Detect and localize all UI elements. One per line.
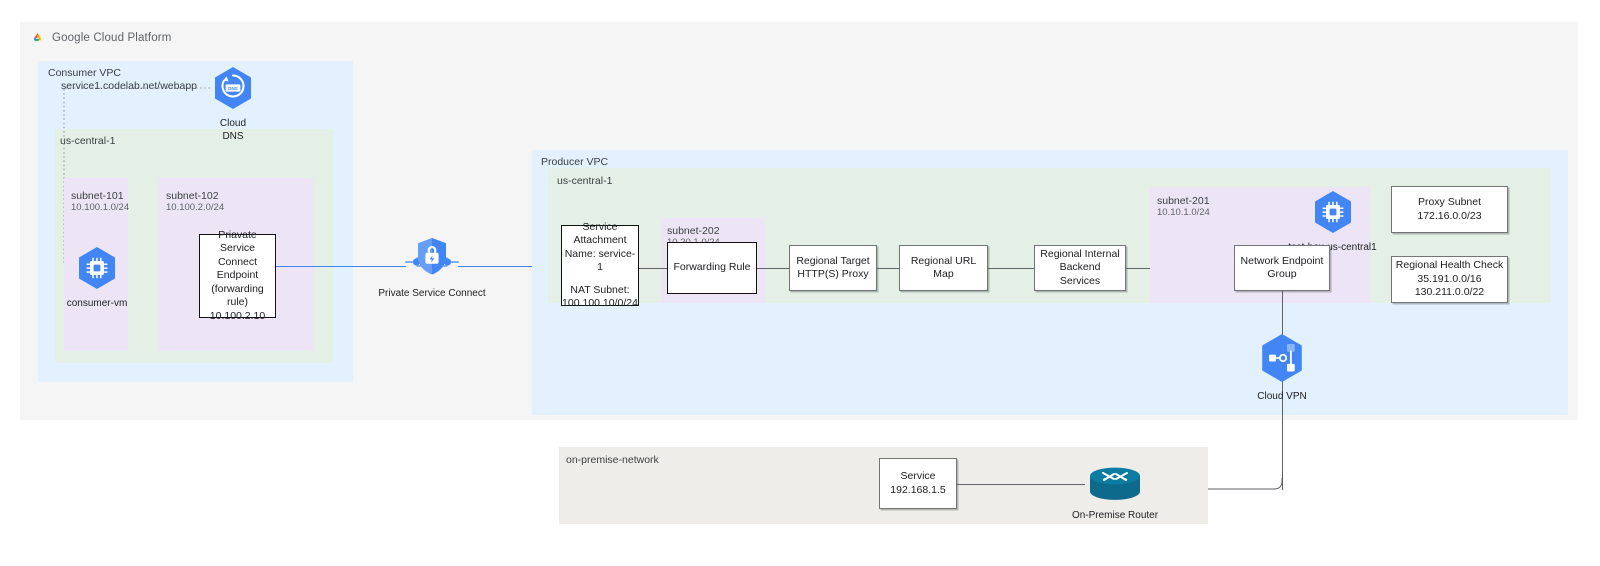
service-attachment-line1: Service [582, 220, 618, 233]
on-premise-router-node[interactable]: On-Premise Router [1072, 462, 1158, 521]
test-box-label: test-box-us-central1 [1288, 242, 1377, 253]
connector-url-map-to-backend [988, 268, 1034, 269]
service-attachment-line2: Attachment [573, 234, 627, 246]
cloud-vpn-label: Cloud VPN [1257, 391, 1307, 402]
network-endpoint-group-box[interactable]: Network Endpoint Group [1234, 245, 1330, 291]
psc-endpoint-line1: Priavate Service [218, 228, 257, 255]
connector-proxy-to-url-map [877, 268, 899, 269]
forwarding-rule-label: Forwarding Rule [673, 261, 751, 274]
backend-services-box[interactable]: Regional Internal Backend Services [1034, 245, 1126, 291]
connector-attachment-to-forwarding-rule [639, 268, 667, 269]
connector-forwarding-rule-to-proxy [757, 268, 789, 269]
gcp-logo: Google Cloud Platform [30, 28, 230, 48]
target-proxy-line1: Regional Target [796, 254, 870, 267]
connector-vpn-to-router-path [1135, 478, 1283, 490]
proxy-subnet-line2: 172.16.0.0/23 [1417, 209, 1482, 222]
proxy-subnet-box[interactable]: Proxy Subnet 172.16.0.0/23 [1391, 186, 1508, 233]
consumer-vpc-label: Consumer VPC [48, 67, 121, 79]
router-icon [1086, 462, 1144, 507]
neg-line2: Group [1267, 268, 1297, 280]
target-proxy-line2: HTTP(S) Proxy [797, 268, 869, 280]
on-premise-service-box[interactable]: Service 192.168.1.5 [879, 458, 957, 509]
cloud-dns-node[interactable]: DNS Cloud DNS [206, 66, 260, 142]
connector-endpoint-to-psc [276, 266, 406, 267]
subnet-201-name: subnet-201 [1157, 195, 1210, 207]
consumer-region-label: us-central-1 [60, 135, 116, 147]
psc-endpoint-line2: Connect Endpoint [216, 255, 259, 282]
service-attachment-box[interactable]: Service Attachment Name: service-1 NAT S… [561, 221, 639, 309]
on-premise-router-label: On-Premise Router [1071, 510, 1159, 521]
cloud-vpn-node[interactable]: Cloud VPN [1251, 333, 1313, 402]
connector-neg-to-router-vertical [1282, 291, 1283, 490]
dns-record-label: service1.codelab.net/webapp [61, 80, 198, 92]
producer-vpc-label: Producer VPC [541, 156, 609, 168]
private-service-connect-node[interactable]: Private Service Connect [378, 236, 486, 299]
cloud-dns-label-line2: DNS [222, 130, 244, 142]
health-check-box[interactable]: Regional Health Check 35.191.0.0/16 130.… [1391, 256, 1508, 303]
subnet-102-cidr: 10.100.2.0/24 [166, 202, 225, 213]
url-map-label: Regional URL Map [910, 254, 977, 281]
forwarding-rule-box[interactable]: Forwarding Rule [667, 242, 757, 294]
subnet-101-name: subnet-101 [71, 190, 124, 202]
backend-services-line2: Backend Services [1059, 261, 1101, 287]
connector-service-to-router [957, 484, 1085, 485]
psc-endpoint-box[interactable]: Priavate Service Connect Endpoint (forwa… [199, 229, 276, 322]
health-check-line3: 130.211.0.0/22 [1414, 286, 1485, 299]
health-check-line1: Regional Health Check [1395, 259, 1504, 272]
cloud-vpn-icon [1254, 333, 1310, 388]
target-http-proxy-box[interactable]: Regional Target HTTP(S) Proxy [789, 245, 877, 291]
cloud-dns-label-line1: Cloud [219, 118, 247, 129]
cloud-dns-icon: DNS [213, 66, 253, 115]
on-premise-service-line2: 192.168.1.5 [890, 483, 946, 496]
psc-endpoint-line4: 10.100.2.10 [209, 309, 266, 322]
google-cloud-logo-icon [30, 31, 45, 46]
consumer-vm-node[interactable]: consumer-vm [67, 246, 127, 309]
service-attachment-line4: NAT Subnet: [570, 283, 630, 296]
psc-endpoint-line3: (forwarding rule) [211, 282, 264, 309]
subnet-101-cidr: 10.100.1.0/24 [71, 202, 130, 213]
subnet-202-name: subnet-202 [667, 225, 720, 237]
connector-psc-to-attachment [458, 266, 562, 267]
backend-services-line1: Regional Internal [1040, 247, 1120, 260]
neg-line1: Network Endpoint [1240, 254, 1324, 267]
svg-text:DNS: DNS [228, 86, 238, 91]
gcp-logo-text: Google Cloud Platform [52, 32, 172, 44]
private-service-connect-icon [405, 236, 459, 285]
subnet-102-name: subnet-102 [166, 190, 219, 202]
proxy-subnet-line1: Proxy Subnet [1417, 196, 1482, 208]
url-map-box[interactable]: Regional URL Map [899, 245, 988, 291]
compute-vm-icon [77, 246, 117, 295]
producer-region-label: us-central-1 [557, 175, 613, 187]
service-attachment-line5: 100.100.10/0/24 [562, 297, 638, 309]
service-attachment-spacer [562, 275, 638, 284]
health-check-line2: 35.191.0.0/16 [1417, 272, 1482, 285]
subnet-201-cidr: 10.10.1.0/24 [1157, 207, 1210, 218]
service-attachment-line3: Name: service-1 [564, 247, 636, 274]
consumer-vm-label: consumer-vm [66, 298, 128, 309]
test-box-node[interactable]: test-box-us-central1 [1288, 190, 1377, 253]
on-premise-network-label: on-premise-network [566, 454, 659, 466]
on-premise-service-line1: Service [900, 470, 936, 482]
compute-vm-icon [1312, 190, 1354, 239]
private-service-connect-label: Private Service Connect [378, 288, 486, 299]
